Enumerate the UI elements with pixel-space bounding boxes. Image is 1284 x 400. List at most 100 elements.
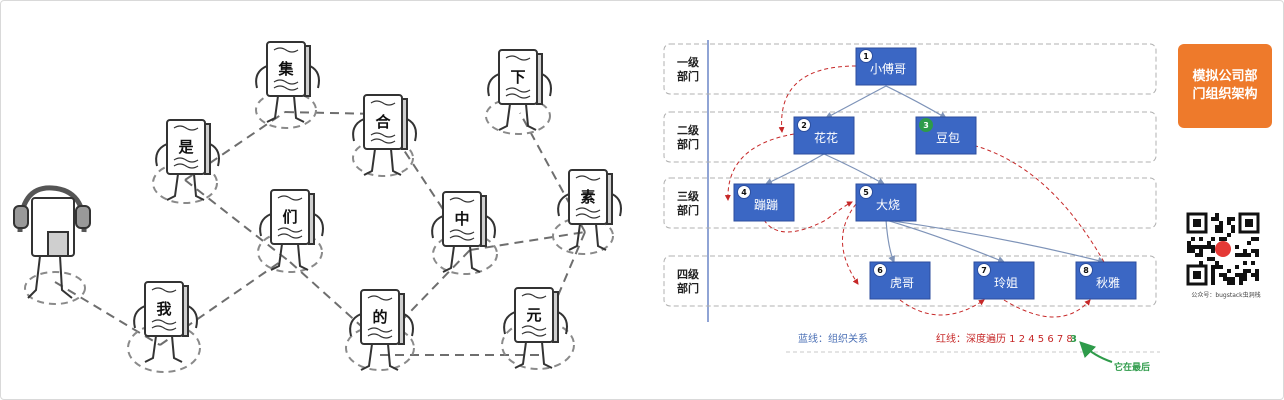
level-band-1 xyxy=(663,43,1157,95)
org-node-badge xyxy=(797,118,811,132)
figure-arm xyxy=(557,193,570,217)
figure-char: 我 xyxy=(156,300,171,318)
legend-blue: 蓝线：组织关系 xyxy=(798,332,868,345)
org-node-badge xyxy=(859,185,873,199)
character-figure: 素 xyxy=(557,169,622,251)
org-node-name: 蹦蹦 xyxy=(754,198,778,212)
figure-char: 合 xyxy=(374,113,391,131)
figure-wave xyxy=(521,325,547,331)
org-node-name: 花花 xyxy=(814,130,838,145)
figures: 是集合下们中素我的元 xyxy=(133,41,622,371)
figure-leg xyxy=(363,148,376,176)
figure-arm xyxy=(431,215,444,239)
figure-wave xyxy=(277,227,303,233)
figure-arm xyxy=(611,193,622,217)
figure-arm xyxy=(349,313,362,337)
level-label-2-line1: 二级 xyxy=(677,123,700,137)
figure-wave xyxy=(370,100,396,106)
figure-leg xyxy=(595,223,607,251)
figure-leg xyxy=(498,103,511,131)
traversal-edges xyxy=(724,65,1105,318)
org-node-badge xyxy=(873,263,887,277)
org-node-number: 1 xyxy=(863,52,869,61)
org-node-name: 豆包 xyxy=(936,131,960,145)
org-node-badge xyxy=(737,185,751,199)
figure-arm xyxy=(259,213,272,237)
org-node-number: 3 xyxy=(923,121,929,130)
figure-side xyxy=(536,53,543,105)
level-label-1-line1: 一级 xyxy=(677,55,700,69)
qr-code-icon xyxy=(1186,212,1260,286)
figure-arm xyxy=(541,73,552,97)
figure-arm xyxy=(309,65,320,89)
figure-char: 中 xyxy=(454,210,469,228)
figure-arm xyxy=(557,311,568,335)
figure-char: 元 xyxy=(526,306,541,324)
figure-wave xyxy=(505,55,531,61)
figure-wave xyxy=(273,47,299,53)
org-node-number: 6 xyxy=(877,266,883,275)
figure-leg xyxy=(266,95,279,123)
figure-leg xyxy=(270,243,283,271)
title-badge: 模拟公司部门组织架构 xyxy=(1178,44,1272,128)
figure-char: 集 xyxy=(277,60,294,78)
org-node-badge xyxy=(1079,263,1093,277)
character-figure: 元 xyxy=(503,287,568,369)
level-label-2-line2: 部门 xyxy=(677,137,699,151)
figure-leg xyxy=(297,243,309,271)
figure-leg xyxy=(469,245,481,273)
illustration-ellipses xyxy=(24,91,614,373)
figure-leg xyxy=(514,341,527,369)
figure-wave xyxy=(449,235,475,241)
figure-side xyxy=(304,45,311,97)
green-arrow xyxy=(1079,341,1113,363)
figure-wave xyxy=(367,327,393,333)
figure-wave xyxy=(575,213,601,219)
org-node-badge xyxy=(859,49,873,63)
org-node-number: 7 xyxy=(981,266,987,275)
figure-char: 是 xyxy=(177,138,194,156)
level-label-4-line1: 四级 xyxy=(677,267,700,281)
figure-leg xyxy=(541,341,553,369)
figure-arm xyxy=(403,313,414,337)
figure-wave xyxy=(521,331,547,337)
figure-wave xyxy=(173,125,199,131)
character-figure: 是 xyxy=(155,119,220,201)
org-node-name: 大烧 xyxy=(876,198,900,212)
org-node-name: 虎哥 xyxy=(890,276,914,290)
org-node-badge xyxy=(977,263,991,277)
figure-wave xyxy=(367,333,393,339)
level-label-4-line2: 部门 xyxy=(677,281,699,295)
figure-side xyxy=(308,193,315,245)
level-band-2 xyxy=(663,111,1157,163)
org-node-name: 玲姐 xyxy=(994,276,1018,290)
figure-arm xyxy=(406,118,417,142)
org-node-number: 5 xyxy=(863,188,869,197)
illustration: 是集合下们中素我的元 xyxy=(13,41,622,373)
org-node-name: 秋雅 xyxy=(1096,275,1120,290)
org-node: 7 玲姐 xyxy=(973,261,1035,300)
figure-wave xyxy=(521,293,547,299)
qr-caption: 公众号：bugstack虫洞栈 xyxy=(1191,292,1261,299)
figure-wave xyxy=(505,93,531,99)
figure-wave xyxy=(273,79,299,85)
org-node-number: 4 xyxy=(741,188,747,197)
figure-wave xyxy=(173,157,199,163)
org-node: 8 秋雅 xyxy=(1075,261,1137,300)
org-node: 6 虎哥 xyxy=(869,261,931,300)
org-node-name: 小傅哥 xyxy=(870,62,906,76)
figure-wave xyxy=(277,233,303,239)
figure-wave xyxy=(273,85,299,91)
figure-wave xyxy=(575,207,601,213)
org-node-number: 8 xyxy=(1083,266,1089,275)
figure-wave xyxy=(367,295,393,301)
figure-leg xyxy=(442,245,455,273)
character-figure: 集 xyxy=(255,41,320,123)
figure-side xyxy=(204,123,211,175)
figure-char: 素 xyxy=(580,188,595,206)
org-node-number: 2 xyxy=(801,121,807,130)
figure-leg xyxy=(193,173,205,201)
level-label-3-line2: 部门 xyxy=(677,203,699,217)
figure-leg xyxy=(360,343,373,371)
